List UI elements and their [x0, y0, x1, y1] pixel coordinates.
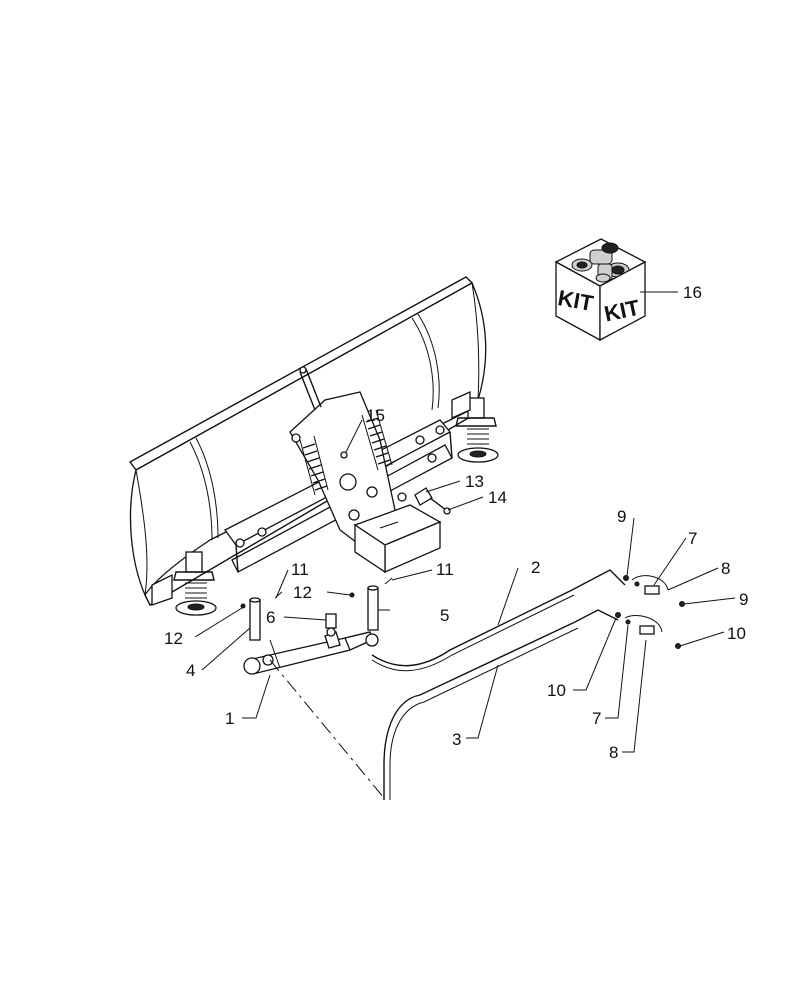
callout-12-left: 12	[164, 629, 183, 648]
fitting-6	[325, 613, 337, 637]
coupler-set-lower	[615, 612, 681, 649]
callout-8-lower: 8	[609, 743, 618, 762]
shoe-left	[151, 551, 217, 616]
callout-12-right: 12	[293, 583, 312, 602]
spring-right	[361, 409, 393, 471]
callout-4: 4	[186, 661, 195, 680]
callout-11-right: 11	[436, 560, 454, 579]
callout-3: 3	[452, 730, 461, 749]
pin-5	[367, 585, 379, 631]
callout-6: 6	[266, 608, 275, 627]
callout-9-right: 9	[739, 590, 748, 609]
kit-box: KIT KIT	[554, 238, 647, 342]
receiver-tube	[353, 504, 442, 574]
callout-8-top: 8	[721, 559, 730, 578]
spring-left	[299, 435, 329, 496]
callout-10-lower: 10	[547, 681, 566, 700]
callout-9-top: 9	[617, 507, 626, 526]
callout-15: 15	[366, 406, 385, 425]
coupler-set-upper	[623, 575, 685, 607]
callout-7-lower: 7	[592, 709, 601, 728]
callout-13: 13	[465, 472, 484, 491]
callout-labels: 16 15 13 14 11 11 12 12 5 6 4 1 2 3 9 7 …	[164, 283, 748, 762]
callout-10-right: 10	[727, 624, 746, 643]
callout-16: 16	[683, 283, 702, 302]
shoe-right	[451, 390, 499, 463]
callout-1: 1	[225, 709, 234, 728]
hose-3	[383, 609, 619, 800]
kit-fittings-image	[571, 242, 630, 283]
pin-4	[249, 597, 261, 641]
callout-11-left: 11	[291, 560, 309, 579]
callout-2: 2	[531, 558, 540, 577]
hydraulic-cylinder	[243, 631, 379, 675]
callout-14: 14	[488, 488, 507, 507]
kit-label-left: KIT	[556, 285, 596, 316]
hose-2	[371, 569, 626, 672]
callout-5: 5	[440, 606, 449, 625]
leader-lines	[194, 291, 736, 753]
callout-7-top: 7	[688, 529, 697, 548]
